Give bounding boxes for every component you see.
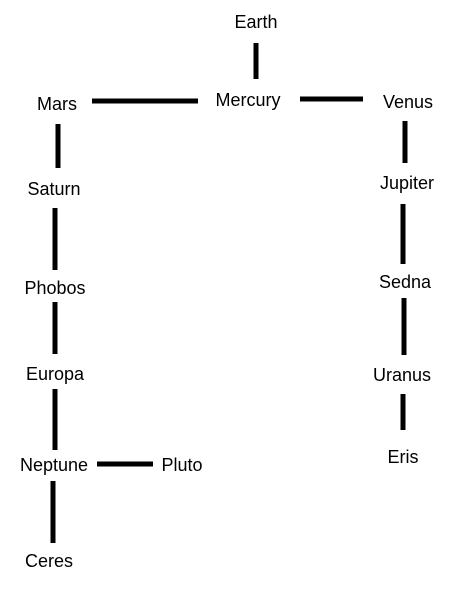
node-pluto: Pluto <box>161 455 203 475</box>
node-earth: Earth <box>234 12 278 32</box>
node-phobos: Phobos <box>24 278 86 298</box>
node-sedna: Sedna <box>378 272 432 292</box>
node-uranus: Uranus <box>372 365 432 385</box>
node-saturn: Saturn <box>27 179 81 199</box>
node-mars: Mars <box>37 94 77 114</box>
node-eris: Eris <box>387 447 419 467</box>
node-neptune: Neptune <box>19 455 89 475</box>
node-mercury: Mercury <box>215 90 281 110</box>
node-ceres: Ceres <box>24 551 74 571</box>
node-europa: Europa <box>25 364 85 384</box>
node-jupiter: Jupiter <box>379 173 435 193</box>
node-venus: Venus <box>382 92 434 112</box>
